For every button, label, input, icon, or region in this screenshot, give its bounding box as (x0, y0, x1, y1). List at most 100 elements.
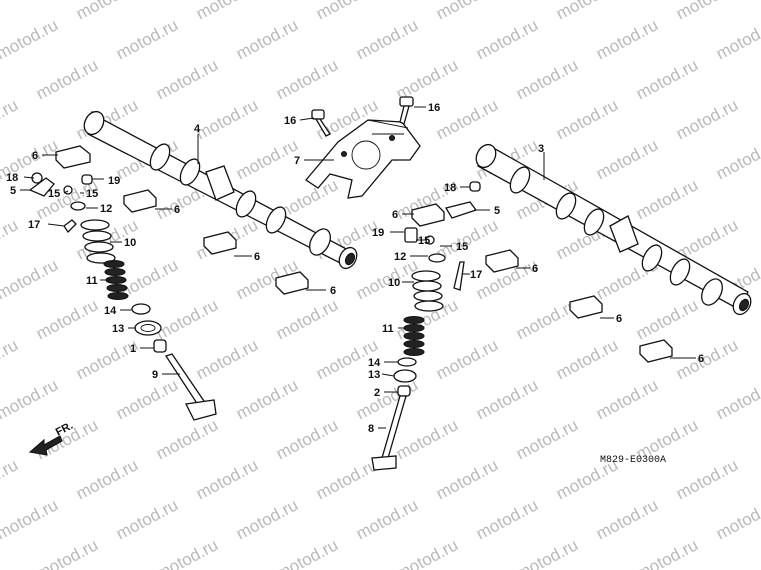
callout-6-a: 6 (32, 150, 38, 162)
watermark-text: motod.ru (713, 375, 761, 423)
callout-16-left: 16 (284, 115, 296, 127)
cam-chain-guide-bracket (305, 119, 421, 199)
watermark-text: motod.ru (593, 135, 661, 183)
valve-spring-inner-left (103, 259, 129, 301)
watermark-text: motod.ru (353, 375, 421, 423)
watermark-text: motod.ru (0, 375, 61, 423)
watermark-text: motod.ru (0, 95, 21, 143)
callout-15-b: 15 (86, 188, 98, 200)
watermark-text: motod.ru (153, 295, 221, 343)
watermark-text: motod.ru (233, 495, 301, 543)
callout-17-left: 17 (28, 219, 40, 231)
callout-6-g: 6 (616, 313, 622, 325)
watermark-text: motod.ru (193, 0, 261, 24)
watermark-text: motod.ru (33, 55, 101, 103)
callout-11-left: 11 (86, 275, 98, 287)
watermark-text: motod.ru (473, 375, 541, 423)
watermark-text: motod.ru (513, 55, 581, 103)
callout-1: 1 (130, 343, 136, 355)
watermark-text: motod.ru (0, 0, 21, 24)
callout-6-h: 6 (698, 353, 704, 365)
watermark-text: motod.ru (633, 55, 701, 103)
callout-11-right: 11 (382, 323, 394, 335)
watermark-text: motod.ru (393, 55, 461, 103)
watermark-text: motod.ru (353, 495, 421, 543)
watermark-text: motod.ru (513, 415, 581, 463)
watermark-text: motod.ru (633, 295, 701, 343)
watermark-text: motod.ru (233, 375, 301, 423)
callout-8: 8 (368, 423, 374, 435)
callout-13-right: 13 (368, 369, 380, 381)
callout-5-right: 5 (494, 205, 500, 217)
camshaft-right (475, 143, 752, 316)
valve-right (371, 395, 407, 471)
callout-19-left: 19 (108, 175, 120, 187)
watermark-text: motod.ru (273, 415, 341, 463)
watermark-text: motod.ru (473, 15, 541, 63)
callout-18-right: 18 (444, 182, 456, 194)
watermark-text: motod.ru (0, 15, 61, 63)
spring-seat-left (131, 303, 162, 336)
valve-spring-outer-right (411, 270, 444, 312)
callout-6-c: 6 (254, 251, 260, 263)
callout-6-e: 6 (392, 209, 398, 221)
watermark-text: motod.ru (233, 135, 301, 183)
watermark-text: motod.ru (633, 175, 701, 223)
watermark-text: motod.ru (353, 15, 421, 63)
watermark-text: motod.ru (433, 335, 501, 383)
watermark-text: motod.ru (0, 335, 21, 383)
watermark-text: motod.ru (193, 335, 261, 383)
watermark-text: motod.ru (313, 455, 381, 503)
watermark-text: motod.ru (673, 335, 741, 383)
watermark-text: motod.ru (593, 375, 661, 423)
valve-left (164, 353, 217, 421)
watermark-text: motod.ru (153, 55, 221, 103)
bolt-16-left (311, 109, 331, 137)
callout-6-f: 6 (532, 263, 538, 275)
callout-18-left: 18 (6, 172, 18, 184)
watermark-text: motod.ru (713, 15, 761, 63)
callout-15-d: 15 (456, 241, 468, 253)
watermark-text: motod.ru (193, 95, 261, 143)
diagram-code: M829-E0300A (600, 455, 666, 466)
watermark-text: motod.ru (473, 495, 541, 543)
callout-12-right: 12 (394, 251, 406, 263)
watermark-text: motod.ru (113, 15, 181, 63)
valve-spring-inner-right (403, 315, 425, 357)
watermark-text: motod.ru (0, 215, 21, 263)
watermark-text: motod.ru (433, 95, 501, 143)
watermark-text: motod.ru (713, 135, 761, 183)
watermark-text: motod.ru (313, 0, 381, 24)
bolt-16-right (399, 96, 414, 125)
valve-guide-left (153, 339, 167, 353)
callout-19-right: 19 (372, 227, 384, 239)
watermark-text: motod.ru (273, 535, 341, 570)
callout-2: 2 (374, 387, 380, 399)
callout-10-left: 10 (124, 237, 136, 249)
small-parts-right (404, 181, 481, 291)
watermark-text: motod.ru (73, 0, 141, 24)
valve-spring-outer-left (80, 219, 116, 264)
callout-17-right: 17 (470, 269, 482, 281)
watermark-text: motod.ru (553, 335, 621, 383)
watermark-text: motod.ru (713, 495, 761, 543)
watermark-text: motod.ru (33, 295, 101, 343)
watermark-text: motod.ru (33, 535, 101, 570)
leader-lines (20, 106, 696, 429)
callout-7: 7 (294, 155, 300, 167)
watermark-text: motod.ru (113, 375, 181, 423)
callout-12-left: 12 (100, 203, 112, 215)
callout-3: 3 (538, 143, 544, 155)
callout-labels: 4 3 7 16 16 6 6 6 6 6 6 6 6 18 18 5 5 15… (6, 102, 704, 435)
watermark-text: motod.ru (433, 455, 501, 503)
watermark-text: motod.ru (553, 0, 621, 24)
watermark-text: motod.ru (633, 535, 701, 570)
valve-guide-right (397, 385, 411, 397)
watermark-text: motod.ru (673, 95, 741, 143)
watermark-text: motod.ru (593, 495, 661, 543)
camshaft-left (83, 110, 358, 270)
watermark-text: motod.ru (153, 535, 221, 570)
watermark-text: motod.ru (393, 535, 461, 570)
cam-holder-group (55, 145, 673, 363)
watermark-text: motod.ru (433, 0, 501, 24)
